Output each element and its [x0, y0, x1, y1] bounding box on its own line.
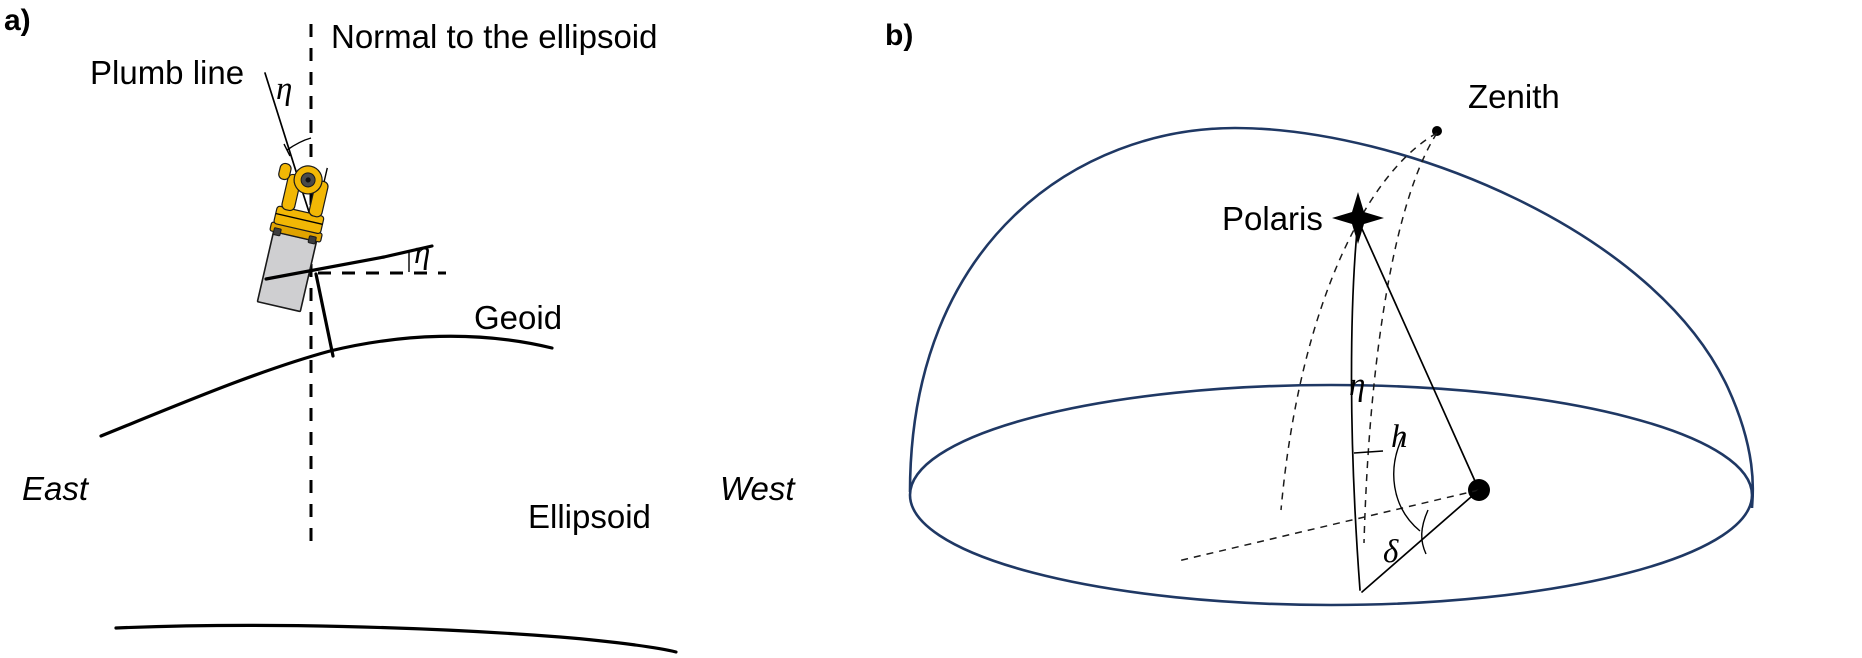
- eta-angle-tick: [1353, 450, 1384, 454]
- tribrach-body: [273, 205, 325, 235]
- standard-right: [308, 180, 329, 218]
- great-circle-dashed-left: [1280, 132, 1438, 511]
- west-label: West: [720, 470, 796, 507]
- delta-label: δ: [1383, 534, 1399, 570]
- zenith-point-icon: [1432, 126, 1442, 136]
- dome-outline-left: [908, 126, 1755, 509]
- panel-a-tag: a): [4, 4, 31, 37]
- eta-top-tick: [283, 143, 291, 157]
- lens-center: [305, 177, 311, 183]
- geoid-label: Geoid: [474, 299, 562, 336]
- panel-b-tag: b): [885, 19, 913, 52]
- plumb-line-upper: [264, 72, 301, 185]
- horizon-radius-dashed: [1177, 489, 1480, 562]
- panel-b: b) Zenith Polaris η h: [885, 19, 1755, 607]
- normal-to-ellipsoid-label: Normal to the ellipsoid: [331, 18, 658, 55]
- zenith-label: Zenith: [1468, 78, 1560, 115]
- h-angle-arc: [1393, 433, 1421, 532]
- eta-top-label: η: [276, 71, 292, 107]
- theodolite-instrument: [256, 162, 329, 313]
- footscrew-right: [307, 235, 317, 245]
- panel-a: a) Normal to the ellipsoid Plumb line η: [4, 4, 796, 654]
- east-label: East: [22, 470, 90, 507]
- h-label: h: [1391, 419, 1408, 455]
- plumb-line-label: Plumb line: [90, 54, 244, 91]
- plumb-line-lower: [314, 272, 335, 358]
- star-glyph: [1332, 192, 1384, 244]
- tribrach-seam: [275, 212, 323, 225]
- polaris-sight-line: [1357, 219, 1480, 491]
- geoid-curve: [99, 334, 554, 438]
- delta-angle-arc: [1421, 509, 1429, 555]
- polaris-vertical-circle: [1350, 219, 1361, 591]
- geoid-tangent-extension: [382, 244, 434, 259]
- declination-line: [1361, 489, 1480, 593]
- ellipsoid-label: Ellipsoid: [528, 498, 651, 535]
- great-circle-dashed-right: [1363, 132, 1438, 544]
- eta-top-arc: [286, 137, 312, 151]
- horizon-ellipse: [908, 383, 1754, 607]
- eyepiece: [278, 162, 292, 181]
- eta-label-b: η: [1349, 367, 1365, 403]
- footscrew-left: [272, 227, 282, 237]
- polaris-star-icon: [1332, 192, 1384, 244]
- eta-surface-label: η: [414, 235, 430, 271]
- sight-rod: [323, 167, 328, 182]
- geoid-tangent-segment: [264, 255, 386, 281]
- ellipsoid-curve: [114, 623, 678, 654]
- polaris-label: Polaris: [1222, 200, 1323, 237]
